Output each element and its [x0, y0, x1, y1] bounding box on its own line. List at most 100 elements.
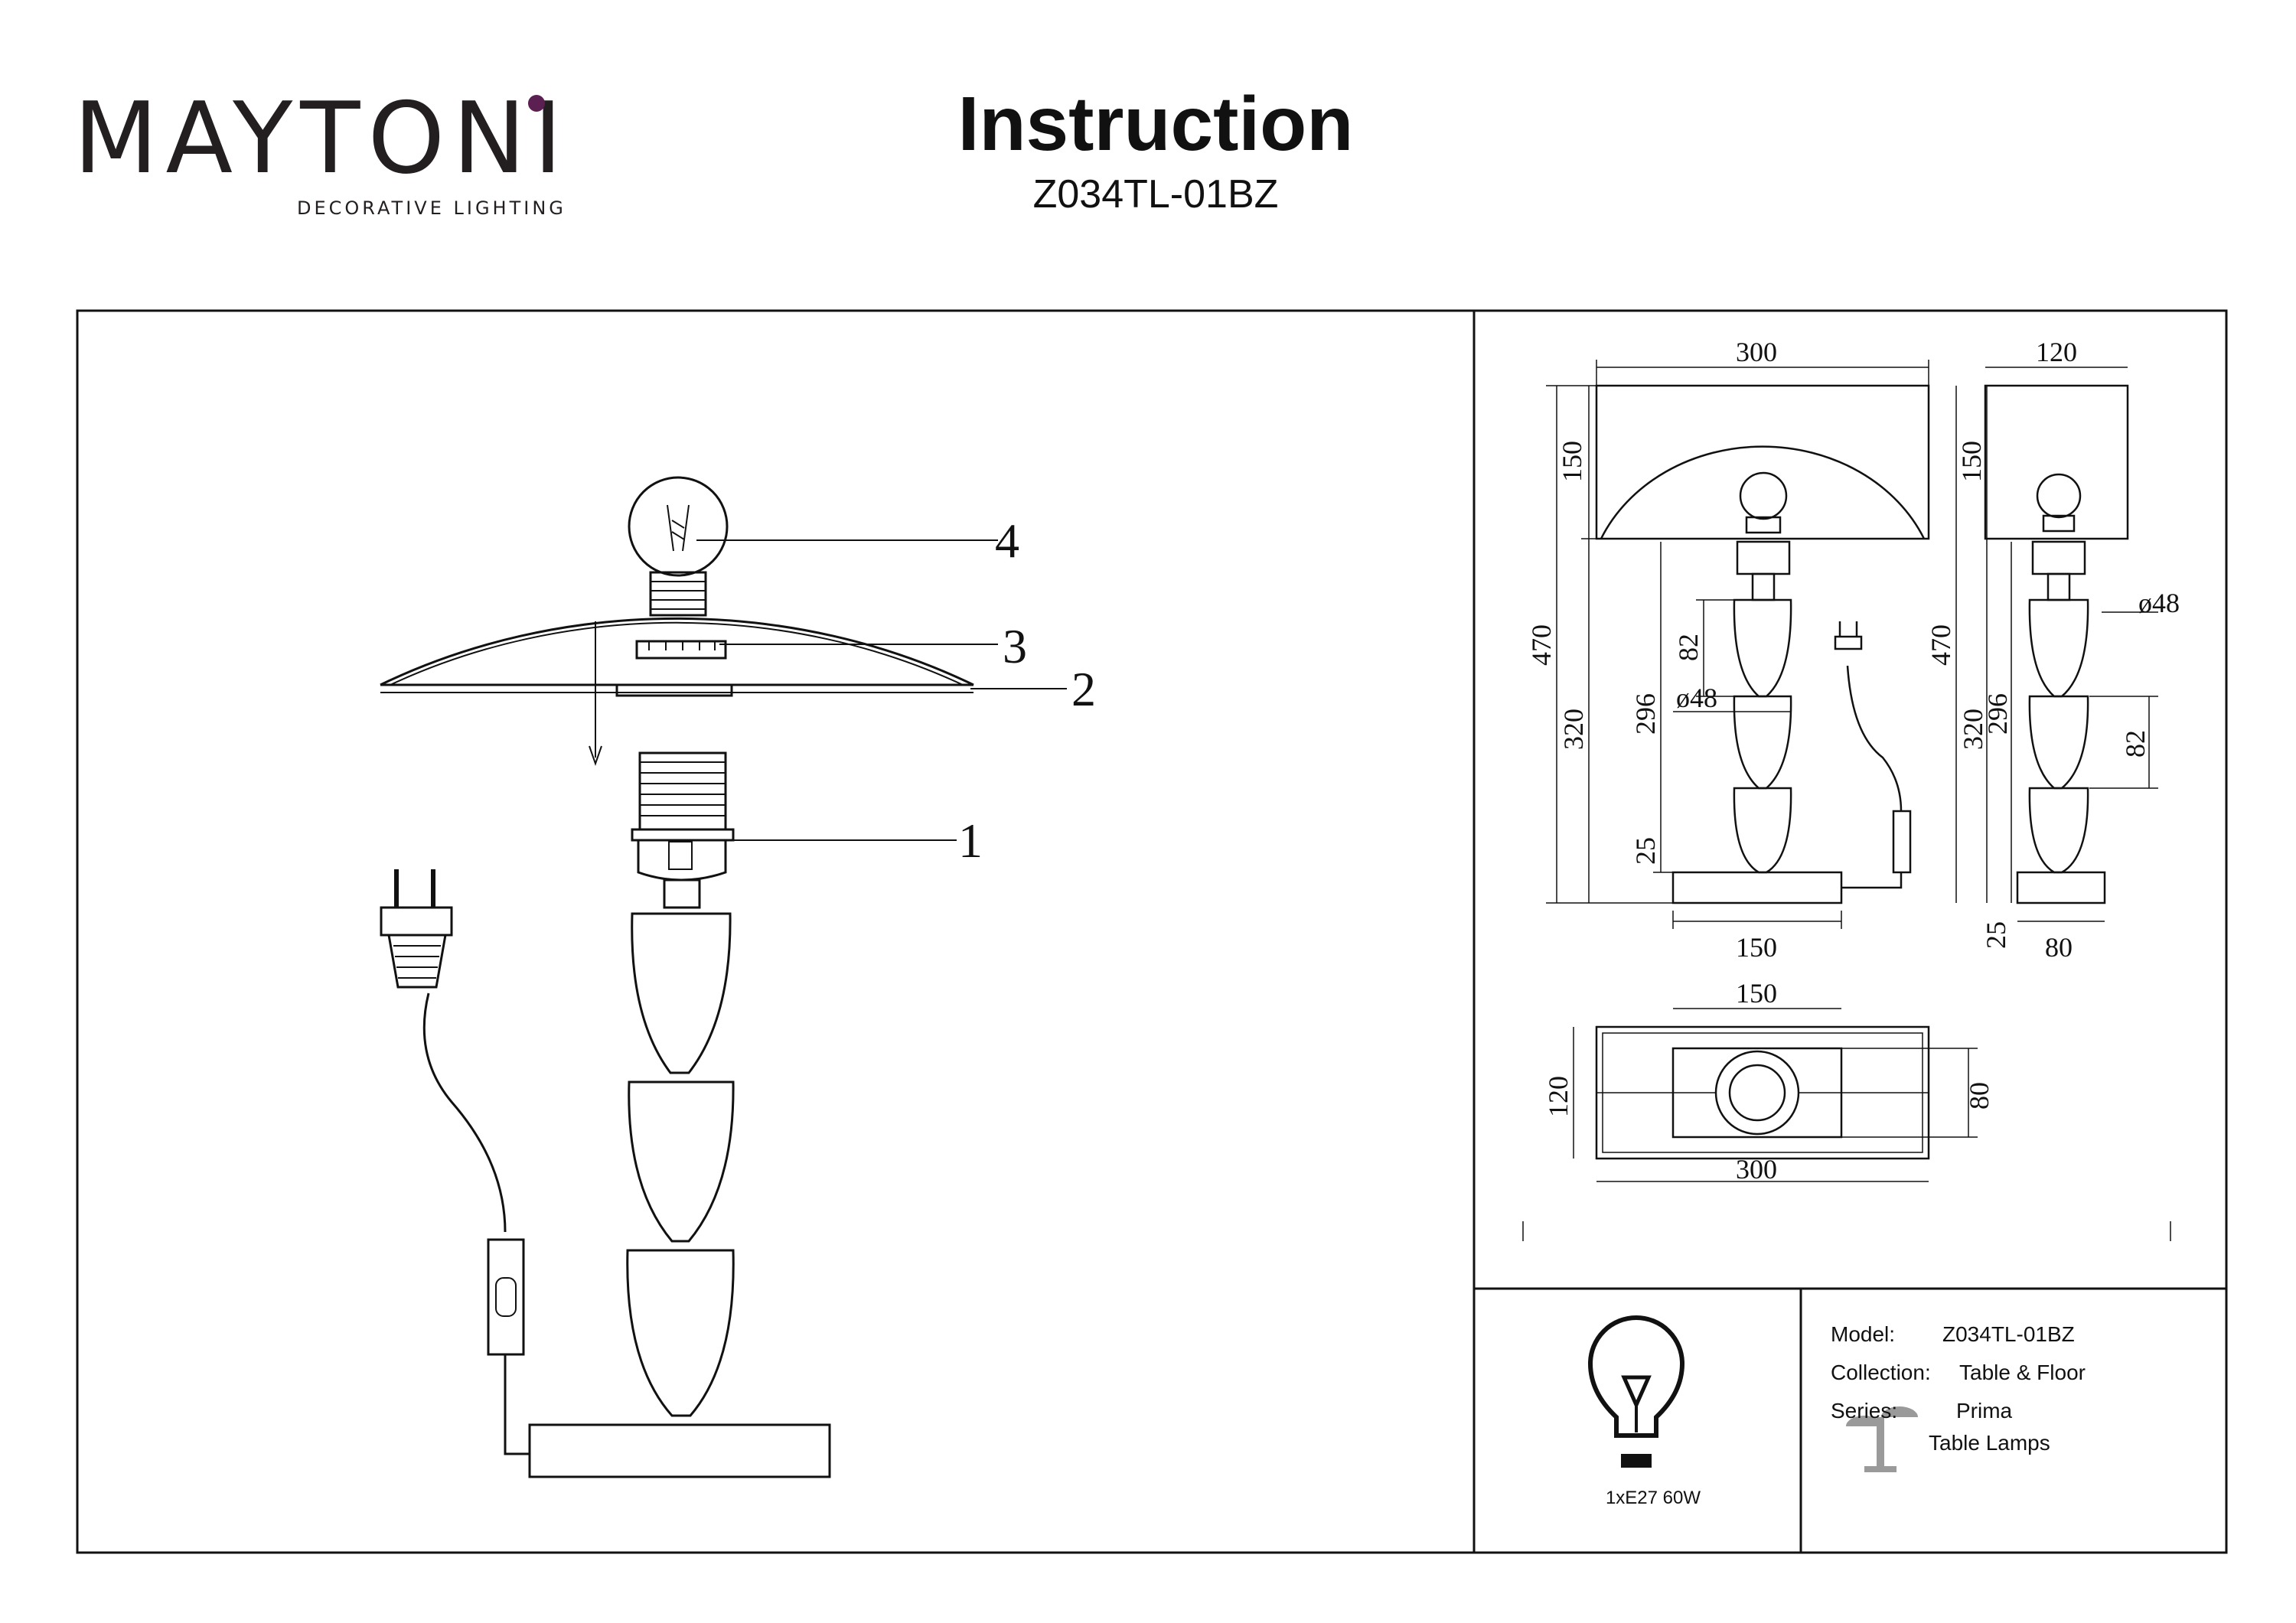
- side-neck: [2047, 572, 2071, 601]
- document-title: Instruction: [957, 81, 1354, 167]
- bulb-filament: [667, 504, 690, 552]
- document-model-number: Z034TL-01BZ: [1032, 172, 1279, 217]
- front-total-height: 470: [1526, 624, 1557, 666]
- side-base: [2016, 871, 2106, 904]
- front-plug: [1834, 635, 1863, 650]
- cord-switch: [487, 1238, 525, 1356]
- shade-dome-outer: [380, 617, 974, 686]
- maytoni-logo: MAYTONI: [73, 90, 563, 228]
- side-body-height: 296: [1982, 693, 2013, 735]
- ring-nut-teeth: [648, 641, 716, 650]
- top-view: [1595, 1025, 1930, 1160]
- top-dimension-labels: 150 120 80 300: [1543, 978, 1994, 1185]
- front-switch: [1892, 810, 1912, 874]
- assembly-arrow-head: [589, 745, 602, 767]
- side-shade-depth: 120: [2036, 337, 2077, 367]
- socket-threads: [640, 761, 726, 816]
- bulb-glass: [628, 476, 729, 577]
- front-bulb: [1739, 471, 1788, 520]
- front-shade-width: 300: [1736, 337, 1777, 367]
- info-collection-value: Table & Floor: [1959, 1361, 2086, 1384]
- info-type-value: Table Lamps: [1929, 1431, 2050, 1455]
- top-shade-depth: 120: [1543, 1076, 1574, 1117]
- front-shade-dome: [1600, 445, 1926, 539]
- side-segment-3: [2028, 787, 2089, 874]
- front-bulb-base: [1745, 516, 1782, 534]
- front-base-to-shade: 320: [1558, 709, 1589, 750]
- callout-labels: 4 3 2 1: [958, 513, 1096, 868]
- side-bulb-base: [2042, 514, 2076, 533]
- front-cord: [1846, 665, 1903, 812]
- side-base-depth: 80: [2045, 932, 2073, 963]
- front-diameter: ø48: [1676, 683, 1717, 713]
- bulb-base: [649, 571, 707, 617]
- top-dimension-lines: [1522, 1008, 2171, 1241]
- cord-switch-button: [495, 1277, 517, 1317]
- socket-cup: [637, 840, 727, 882]
- body-segment-1: [631, 912, 732, 1074]
- callout-2: 2: [1071, 662, 1096, 716]
- lamp-base: [528, 1423, 831, 1478]
- frame-lines: [76, 309, 2228, 1554]
- front-segment-2: [1733, 695, 1792, 790]
- power-cord-lower: [504, 1354, 530, 1455]
- side-dimension-labels: 120 150 470 320 296 ø48 82 25 80: [1926, 337, 2180, 963]
- side-view: [1984, 384, 2129, 904]
- top-base-width: 150: [1736, 978, 1777, 1009]
- logo-tagline: DECORATIVE LIGHTING: [297, 197, 566, 219]
- assembly-drawing: [380, 476, 1067, 1478]
- top-base-depth: 80: [1964, 1082, 1994, 1110]
- power-cord-upper: [422, 992, 507, 1233]
- bulb-icon-base: [1621, 1454, 1652, 1468]
- front-dimension-lines: [1546, 360, 1929, 929]
- front-base-height: 25: [1630, 837, 1661, 865]
- info-model-label: Model:: [1831, 1322, 1896, 1346]
- logo-accent-dot: [528, 95, 545, 112]
- callout-3: 3: [1003, 619, 1027, 673]
- front-socket: [1736, 540, 1791, 575]
- front-base-width: 150: [1736, 932, 1777, 963]
- front-shade-box: [1595, 384, 1930, 540]
- bulb-icon: [1587, 1315, 1685, 1438]
- body-segment-2: [628, 1080, 735, 1243]
- callout-1: 1: [958, 813, 983, 868]
- side-total-height: 470: [1926, 624, 1956, 666]
- front-body-height: 296: [1630, 693, 1661, 735]
- front-view: [1595, 384, 1930, 904]
- front-base: [1671, 871, 1843, 904]
- callout-4: 4: [995, 513, 1019, 568]
- top-socket-outer: [1714, 1050, 1800, 1136]
- side-segment-1: [2028, 598, 2089, 698]
- bulb-thread: [651, 581, 706, 610]
- shade-mount-plate: [615, 683, 733, 697]
- side-segment-2: [2028, 695, 2089, 790]
- logo-wordmark: MAYTONI: [73, 82, 570, 196]
- top-shade-width: 300: [1736, 1154, 1777, 1185]
- side-socket: [2031, 540, 2086, 575]
- side-bulb: [2036, 473, 2082, 519]
- front-shade-height: 150: [1557, 441, 1587, 482]
- plug-ribs: [393, 945, 441, 979]
- socket-collar: [631, 828, 735, 842]
- side-base-to-shade: 320: [1958, 709, 1988, 750]
- info-series-value: Prima: [1956, 1399, 2013, 1423]
- front-cord-lower: [1841, 872, 1903, 889]
- shade-dome-inner: [390, 621, 964, 686]
- info-series-label: Series:: [1831, 1399, 1898, 1423]
- front-dimension-labels: 300 150 470 320 296 82 ø48 25 150: [1526, 337, 1777, 963]
- side-segment-height: 82: [2120, 730, 2151, 758]
- side-diameter: ø48: [2138, 588, 2180, 618]
- assembly-panel-border: [76, 309, 1476, 1554]
- front-segment-1: [1733, 598, 1792, 698]
- info-panel-border: [1473, 1287, 2228, 1554]
- front-segment-height: 82: [1673, 634, 1704, 661]
- info-collection-label: Collection:: [1831, 1361, 1931, 1384]
- socket-neck: [663, 878, 701, 909]
- side-dimension-lines: [1955, 367, 2158, 922]
- ring-nut: [635, 640, 727, 660]
- side-shade-box: [1984, 384, 2129, 540]
- plug-head: [380, 906, 453, 937]
- front-segment-3: [1733, 787, 1792, 874]
- socket-thread-body: [638, 751, 727, 831]
